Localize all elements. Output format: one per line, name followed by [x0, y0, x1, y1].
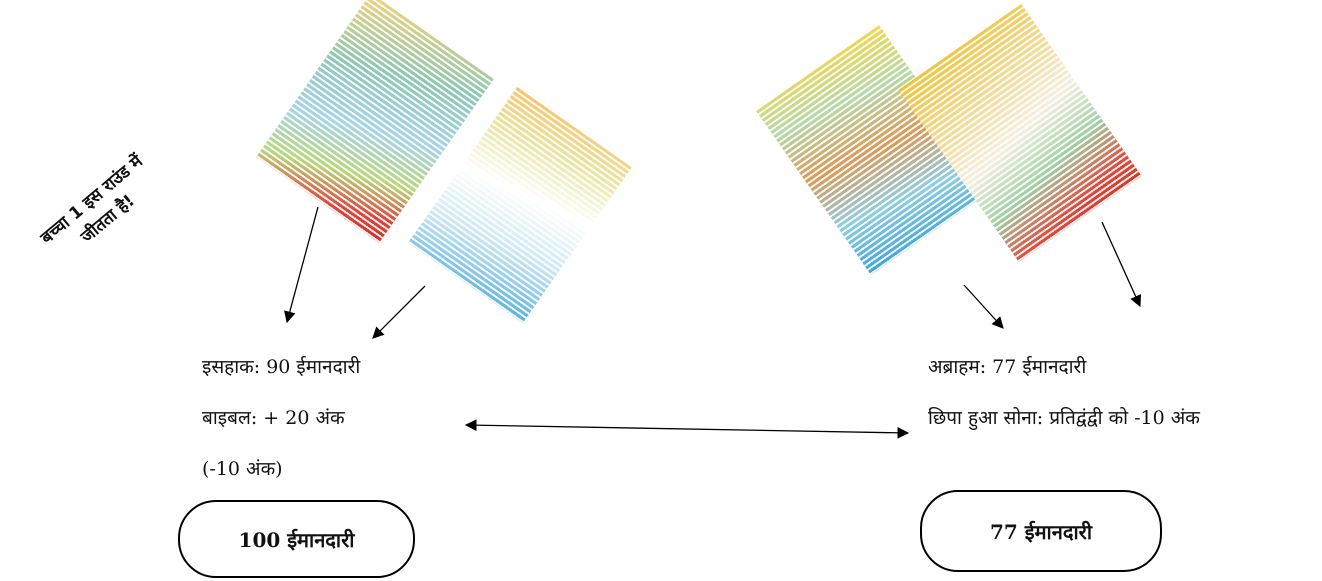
right-total-label: 77 ईमानदारी — [989, 519, 1092, 544]
left-line-2: बाइबल: + 20 अंक — [202, 407, 345, 429]
left-line-1: इसहाक: 90 ईमानदारी — [202, 356, 361, 378]
arrow-card-left-1 — [284, 206, 319, 324]
left-total-label: 100 ईमानदारी — [238, 527, 355, 552]
arrow-card-left-2 — [372, 285, 426, 339]
right-line-2: छिपा हुआ सोना: प्रतिद्वंद्वी को -10 अंक — [928, 407, 1200, 429]
right-line-1: अब्राहम: 77 ईमानदारी — [928, 356, 1087, 378]
left-line-3: (-10 अंक) — [202, 458, 283, 480]
right-total-badge: 77 ईमानदारी — [920, 490, 1162, 572]
arrow-card-right-2 — [1101, 221, 1141, 308]
left-total-badge: 100 ईमानदारी — [178, 500, 415, 578]
arrow-comparison — [464, 419, 910, 439]
arrow-card-right-1 — [963, 284, 1004, 329]
